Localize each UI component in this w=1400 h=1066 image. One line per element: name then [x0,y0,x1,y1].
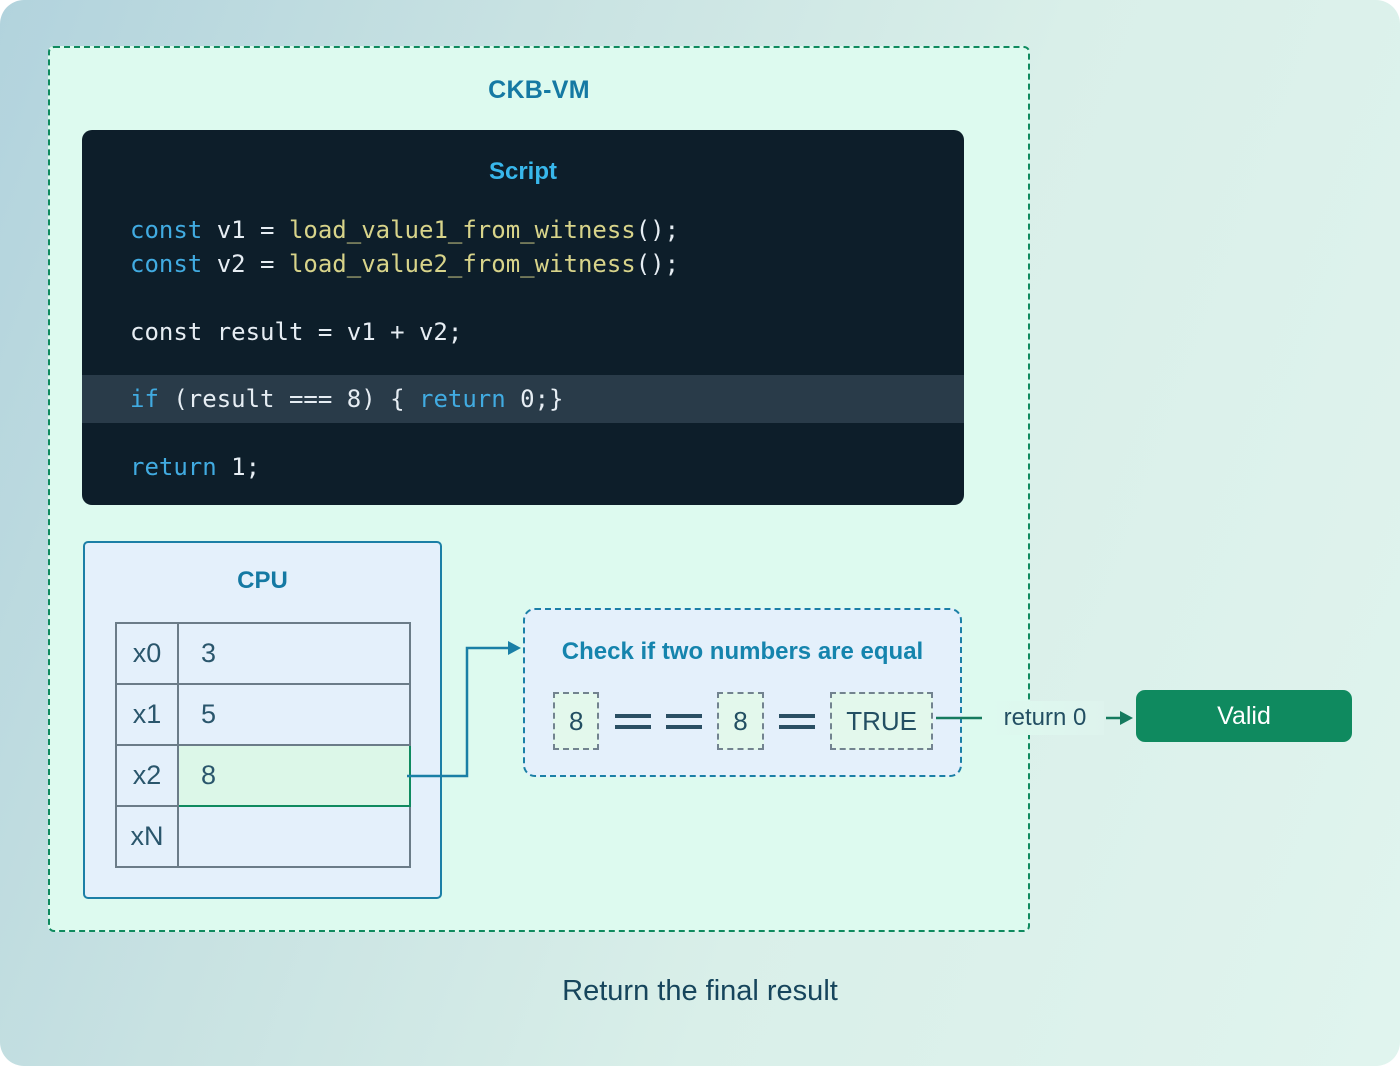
code-token-plain: (); [635,250,680,278]
check-operand-true: TRUE [830,692,933,750]
code-token-fn: load_value2_from_witness [288,250,636,278]
ckb-vm-container: CKB-VM Script const v1 = load_value1_fro… [48,46,1030,932]
register-value: 3 [177,622,411,685]
check-title: Check if two numbers are equal [561,638,924,665]
code-token-plain: v2 = [202,250,289,278]
script-title: Script [488,158,557,185]
ckb-vm-title: CKB-VM [488,76,590,104]
check-panel: Check if two numbers are equal 8 8 TRUE [523,608,962,777]
code-token-plain: (result === 8) { [158,385,419,413]
script-panel: Script const v1 = load_value1_from_witne… [82,130,964,505]
check-operand-8: 8 [553,692,600,750]
register-row: xN [115,805,411,868]
code-token-kw: return [130,453,217,481]
code-token-plain: 1; [216,453,261,481]
code-token-kw: const [130,216,203,244]
code-token-plain: (); [635,216,680,244]
check-expression: 8 8 TRUE [553,692,933,750]
equals-sign-icon [665,713,702,729]
check-operand-8: 8 [717,692,764,750]
register-value: 5 [177,683,411,746]
cpu-title: CPU [237,567,288,594]
register-value [177,805,411,868]
code-line-highlighted: if (result === 8) { return 0;} [82,375,964,423]
code-token-kw: return [419,385,506,413]
equals-sign-icon [614,713,651,729]
register-name: xN [115,805,179,868]
code-token-plain: 0;} [505,385,564,413]
register-name: x0 [115,622,179,685]
code-line: return 1; [82,450,964,484]
code-token-fn: load_value1_from_witness [288,216,636,244]
register-name: x1 [115,683,179,746]
code-token-kw: const [130,250,203,278]
arrowhead-into-valid [1120,711,1133,725]
code-token-kw: if [130,385,159,413]
code-token-plain: const result = v1 + v2; [130,318,463,346]
code-line: const v1 = load_value1_from_witness(); [82,213,964,247]
valid-button: Valid [1136,690,1352,742]
code-token-plain: v1 = [202,216,289,244]
return-0-label: return 0 [986,701,1104,735]
code-line: const result = v1 + v2; [82,315,964,349]
equals-sign-icon [778,713,815,729]
register-value-highlighted: 8 [177,744,411,807]
register-name: x2 [115,744,179,807]
code-line: const v2 = load_value2_from_witness(); [82,247,964,281]
caption-return-final-result: Return the final result [562,975,838,1007]
